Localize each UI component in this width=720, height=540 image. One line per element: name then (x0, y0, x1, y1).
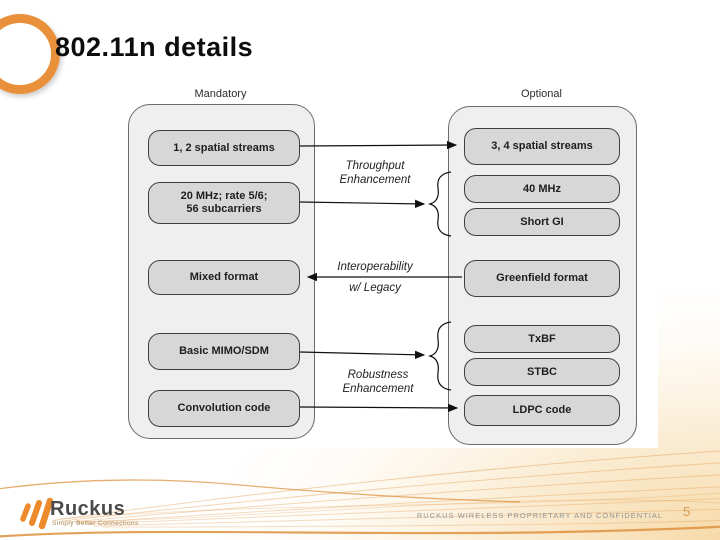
ruckus-logo-icon (20, 497, 54, 530)
feature-box-mixed-format: Mixed format (148, 260, 300, 295)
feature-box-ldpc-code: LDPC code (464, 395, 620, 426)
feature-box-40mhz: 40 MHz (464, 175, 620, 203)
brand-ring-icon (0, 14, 60, 94)
feature-box-short-gi: Short GI (464, 208, 620, 236)
arrow-throughput-1 (299, 140, 458, 150)
relation-label-throughput: Throughput Enhancement (340, 159, 411, 187)
arrow-robustness-2 (299, 403, 459, 413)
feature-label: Mixed format (189, 271, 259, 283)
feature-box-greenfield-format: Greenfield format (464, 260, 620, 297)
slide-title: 802.11n details (55, 32, 254, 62)
feature-label: Greenfield format (496, 272, 588, 284)
ruckus-logo-text: Ruckus (50, 498, 126, 520)
optional-column-header: Optional (521, 88, 562, 100)
arrow-robustness-1 (299, 350, 426, 359)
relation-label-interoperability: Interoperability w/ Legacy (337, 260, 412, 295)
feature-box-20mhz: 20 MHz; rate 5/6; 56 subcarriers (148, 182, 300, 224)
feature-label: 40 MHz (523, 182, 561, 195)
feature-box-txbf: TxBF (464, 325, 620, 353)
feature-label: 56 subcarriers (186, 203, 262, 215)
relation-label-line: Enhancement (342, 383, 414, 395)
feature-box-spatial-streams-12: 1, 2 spatial streams (148, 130, 300, 166)
mandatory-column-header: Mandatory (194, 88, 247, 100)
feature-label: Short GI (520, 215, 564, 228)
feature-label: TxBF (528, 332, 556, 345)
relation-label-line: w/ Legacy (349, 282, 401, 294)
feature-diagram: Mandatory Optional 1, 2 spatial streams … (125, 85, 658, 448)
diagram-arrows (299, 140, 462, 413)
relation-label-robustness: Robustness Enhancement (343, 368, 414, 396)
relation-label-line: Interoperability (337, 261, 413, 273)
arrow-throughput-2 (299, 199, 426, 209)
feature-label: 3, 4 spatial streams (491, 140, 593, 152)
relation-label-line: Enhancement (339, 174, 411, 186)
feature-label: 1, 2 spatial streams (173, 141, 275, 154)
brace-40mhz-shortgi (427, 171, 452, 237)
feature-box-spatial-streams-34: 3, 4 spatial streams (464, 128, 620, 165)
page-number: 5 (683, 504, 691, 519)
brace-txbf-stbc (427, 321, 452, 391)
feature-box-basic-mimo-sdm: Basic MIMO/SDM (148, 333, 300, 370)
feature-label: STBC (527, 365, 557, 378)
relation-label-line: Throughput (345, 160, 405, 172)
feature-label: 20 MHz; rate 5/6; (180, 190, 268, 202)
confidentiality-notice: RUCKUS WIRELESS PROPRIETARY AND CONFIDEN… (416, 511, 663, 520)
feature-box-stbc: STBC (464, 358, 620, 386)
ruckus-tagline: Simply Better Connections (52, 520, 139, 527)
feature-box-convolution-code: Convolution code (148, 390, 300, 427)
feature-label: LDPC code (512, 404, 572, 416)
feature-label: Convolution code (177, 402, 271, 414)
feature-label: Basic MIMO/SDM (179, 345, 269, 357)
relation-label-line: Robustness (347, 369, 409, 381)
